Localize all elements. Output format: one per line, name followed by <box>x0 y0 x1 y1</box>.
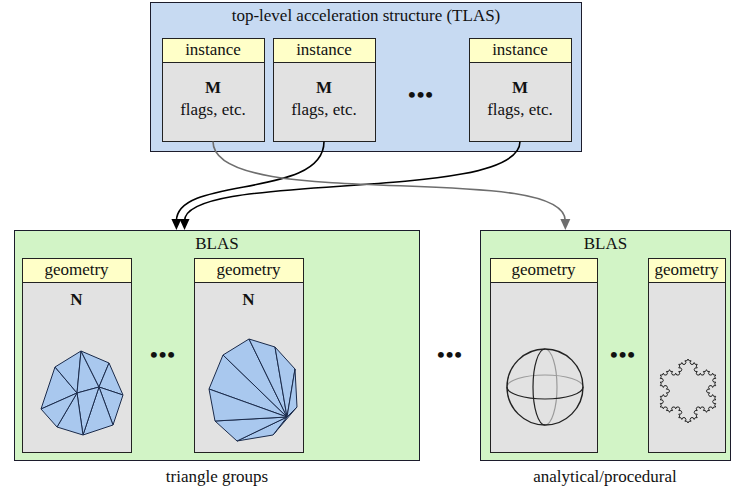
tlas-panel: top-level acceleration structure (TLAS) i… <box>150 2 582 152</box>
reference-arrow <box>171 142 324 231</box>
instance-label: instance <box>296 40 352 60</box>
flags-text: flags, etc. <box>470 99 571 121</box>
instance-box: instanceMflags, etc. <box>162 38 265 142</box>
transform-matrix: M <box>274 77 375 99</box>
blas-panel: BLAS geometry geometry <box>480 230 731 461</box>
instance-box: instanceMflags, etc. <box>273 38 376 142</box>
box-header: geometry <box>23 259 131 283</box>
sphere-figure <box>491 259 599 454</box>
ellipsis: ••• <box>610 342 636 368</box>
transform-matrix: M <box>470 77 571 99</box>
triangle-mesh <box>23 259 133 454</box>
reference-arrow <box>213 142 570 231</box>
normal-matrix: N <box>23 289 131 311</box>
blas-panel: BLAS geometryN geometryN <box>14 230 420 461</box>
panel-title: BLAS <box>481 234 730 254</box>
panel-title: BLAS <box>15 234 419 254</box>
geometry-label: geometry <box>511 260 575 280</box>
geometry-label: geometry <box>654 260 718 280</box>
ellipsis: ••• <box>408 82 434 108</box>
panel-title: top-level acceleration structure (TLAS) <box>151 6 581 26</box>
box-header: geometry <box>491 259 597 283</box>
koch-snowflake <box>649 259 727 454</box>
instance-label: instance <box>185 40 241 60</box>
geometry-label: geometry <box>44 260 108 280</box>
normal-matrix: N <box>195 289 303 311</box>
ellipsis: ••• <box>150 342 176 368</box>
box-header: geometry <box>649 259 725 283</box>
reference-arrow <box>180 142 520 231</box>
box-header: instance <box>163 39 264 63</box>
ellipsis: ••• <box>437 342 463 368</box>
geometry-box: geometry <box>490 258 598 453</box>
flags-text: flags, etc. <box>163 99 264 121</box>
instance-label: instance <box>492 40 548 60</box>
group-caption: triangle groups <box>166 466 268 487</box>
geometry-box: geometryN <box>22 258 132 453</box>
box-header: geometry <box>195 259 303 283</box>
triangle-mesh <box>195 259 305 454</box>
geometry-box: geometry <box>648 258 726 453</box>
box-header: instance <box>274 39 375 63</box>
instance-box: instanceMflags, etc. <box>469 38 572 142</box>
geometry-box: geometryN <box>194 258 304 453</box>
group-caption: analytical/procedural <box>533 466 676 487</box>
box-header: instance <box>470 39 571 63</box>
flags-text: flags, etc. <box>274 99 375 121</box>
transform-matrix: M <box>163 77 264 99</box>
geometry-label: geometry <box>216 260 280 280</box>
